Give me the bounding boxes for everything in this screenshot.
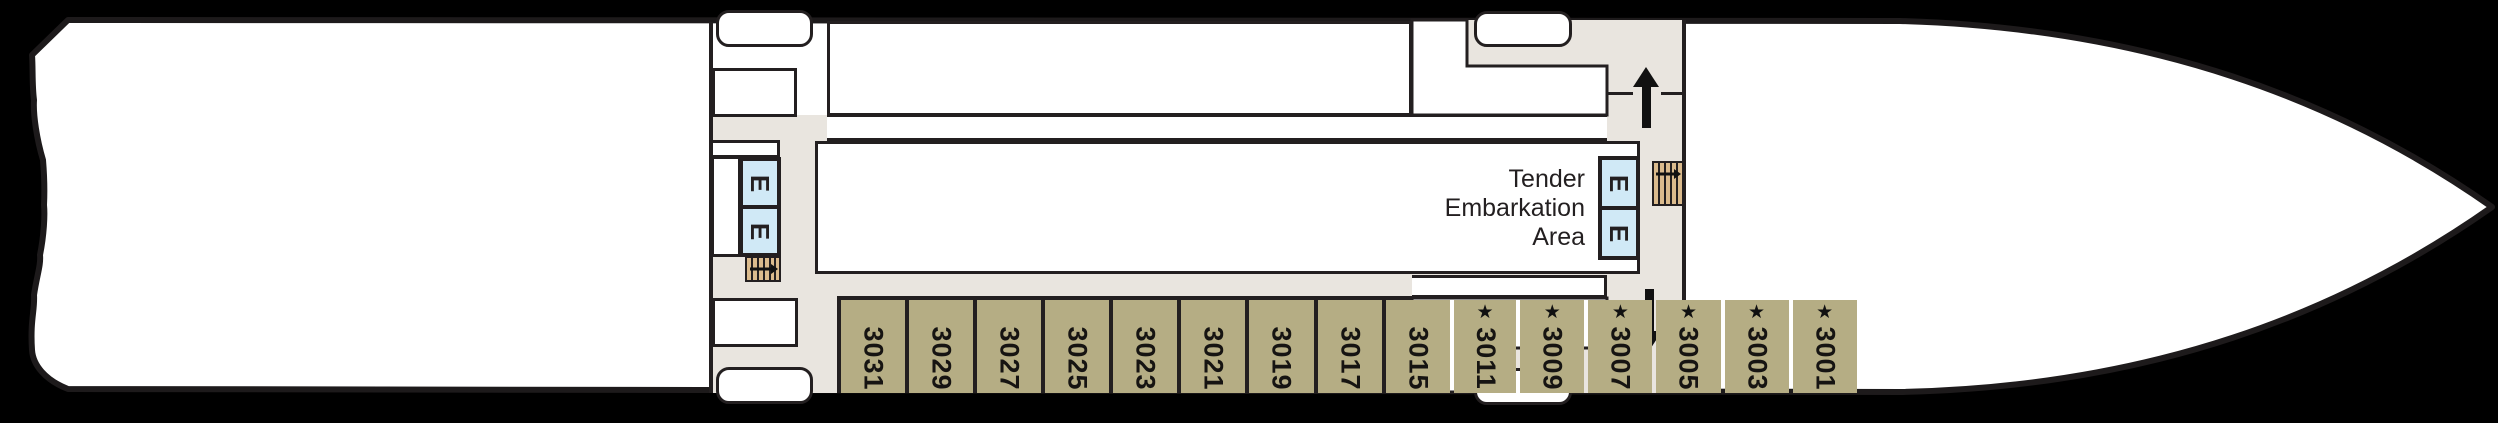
aft-elevator-shaft: E E: [739, 157, 781, 257]
cabin: 3025: [1045, 300, 1110, 393]
cabin: ★ 3009: [1520, 300, 1585, 393]
cabin-number: 3003: [1742, 326, 1773, 391]
elevator: E: [743, 209, 777, 253]
cabin-number: 3019: [1267, 326, 1298, 391]
cabin-number: 3027: [994, 326, 1025, 391]
cabin-number: 3029: [926, 326, 957, 391]
star-icon: ★: [1748, 302, 1766, 323]
cabin: 3023: [1113, 300, 1178, 393]
cabin: 3029: [909, 300, 974, 393]
tender-embarkation-room: [815, 141, 1640, 274]
midship-corridor-band: [827, 114, 1607, 141]
lifeboat-platform: [716, 10, 813, 47]
upper-room: [827, 21, 1412, 116]
aft-room-lower: [712, 298, 798, 347]
cabin: 3015: [1385, 300, 1450, 393]
forward-elevator-shaft: E E: [1598, 156, 1640, 260]
tender-label-line: Tender: [1508, 165, 1585, 193]
cabin: 3017: [1317, 300, 1382, 393]
lifeboat-platform: [1474, 11, 1572, 47]
cabin-number: 3017: [1335, 326, 1366, 391]
cabin-number: 3011: [1470, 327, 1501, 390]
elevator: E: [1602, 160, 1636, 206]
cabin-number: 3021: [1198, 326, 1229, 391]
cabin-number: 3015: [1403, 326, 1434, 391]
cabin: ★ 3007: [1588, 300, 1653, 393]
cabin-number: 3005: [1673, 326, 1704, 391]
cabin-number: 3007: [1605, 326, 1636, 391]
stairs-icon: [1652, 161, 1684, 206]
cabin: 3021: [1181, 300, 1246, 393]
tender-embarkation-label: Tender Embarkation Area: [1335, 165, 1585, 252]
cabin: ★ 3003: [1724, 300, 1789, 393]
star-icon: ★: [1816, 302, 1834, 323]
arrow-up-icon: [1633, 67, 1659, 128]
cabin-corridor: [830, 274, 1412, 298]
cabin-number: 3001: [1810, 326, 1841, 391]
star-icon: ★: [1679, 302, 1697, 323]
star-icon: ★: [1611, 302, 1629, 323]
tender-label-line: Embarkation: [1444, 194, 1585, 222]
cabin: 3027: [977, 300, 1042, 393]
door-dash: [1607, 92, 1633, 95]
elevator: E: [1602, 210, 1636, 256]
star-icon: ★: [1543, 302, 1561, 323]
cabin: ★ 3011: [1453, 300, 1517, 393]
door-dash: [1661, 92, 1686, 95]
cabin-number: 3025: [1062, 326, 1093, 391]
aft-room-upper: [712, 68, 797, 117]
cabin: 3031: [841, 300, 906, 393]
cabin: ★ 3005: [1656, 300, 1721, 393]
cabin-number: 3023: [1130, 326, 1161, 391]
aft-structure-wall: [709, 22, 713, 393]
cabin: 3019: [1249, 300, 1314, 393]
cabin-number: 3009: [1537, 326, 1568, 391]
forward-structure-wall: [1682, 20, 1686, 393]
elevator: E: [743, 161, 777, 205]
cabin-number: 3031: [858, 326, 889, 391]
stairs-icon: [745, 256, 781, 282]
star-icon: ★: [1476, 302, 1494, 323]
tender-label-line: Area: [1532, 223, 1585, 251]
cabin: ★ 3001: [1792, 300, 1857, 393]
lifeboat-platform: [716, 367, 813, 404]
cabin-row: 3031 3029 3027 3025 3023 3021 3019 3017: [837, 296, 1857, 393]
